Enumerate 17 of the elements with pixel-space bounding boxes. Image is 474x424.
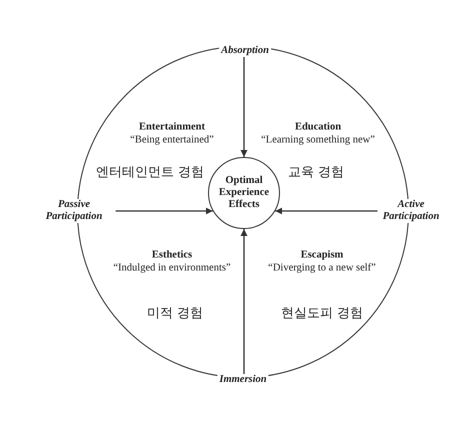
- quadrant-quote: “Being entertained”: [130, 134, 214, 146]
- korean-label: 엔터테인먼트 경험: [96, 164, 204, 181]
- quadrant-quote: “Learning something new”: [261, 134, 375, 146]
- arrow: [240, 57, 248, 157]
- quadrant-heading: Education: [294, 122, 342, 132]
- quadrant-heading: Esthetics: [152, 250, 192, 260]
- quadrant-quote: “Indulged in environments”: [113, 262, 231, 274]
- arrow: [115, 208, 213, 214]
- center-circle: Optimal Experience Effects: [208, 157, 280, 229]
- arrow: [275, 208, 378, 214]
- quadrant-quote: “Diverging to a new self”: [268, 262, 376, 274]
- quadrant-heading: Escapism: [300, 250, 344, 260]
- arrow: [240, 229, 248, 374]
- korean-label: 교육 경험: [288, 164, 344, 181]
- quadrant-heading: Entertainment: [139, 122, 205, 132]
- korean-label: 현실도피 경험: [280, 305, 364, 322]
- korean-label: 미적 경험: [146, 305, 204, 322]
